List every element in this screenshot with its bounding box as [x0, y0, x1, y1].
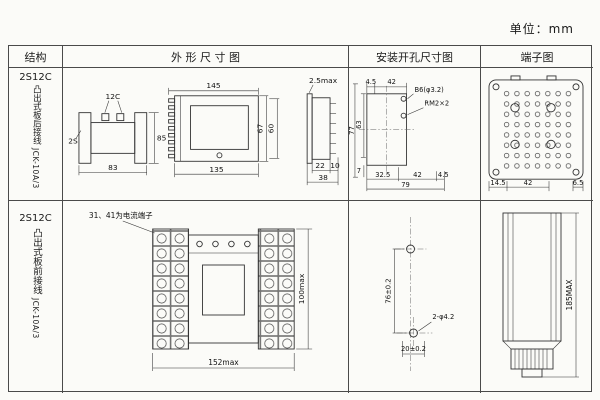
terminal-plate-drawing: 14.5 42 6.5 [488, 75, 584, 192]
header-install-label: 安装开孔尺寸图 [376, 50, 453, 64]
dim-22: 22 [315, 161, 324, 170]
relay-code-label: JCK-10A/3 [31, 297, 40, 339]
plug-foot [521, 368, 543, 378]
header-terminal: 端子图 [481, 46, 593, 68]
header-terminal-label: 端子图 [520, 50, 554, 64]
panel-cutout-drawing: 4.5 42 B6(φ3.2) RM2×2 77 63 [349, 78, 449, 192]
terminal-grid [500, 86, 574, 171]
install-cell-rear: 4.5 42 B6(φ3.2) RM2×2 77 63 [349, 68, 481, 201]
relay-depth-body [311, 97, 331, 160]
header-structure: 结构 [9, 46, 63, 68]
dim-10: 10 [330, 161, 340, 170]
install-drawing-front: 76±0.2 2-φ4.2 20±0.2 [385, 217, 454, 371]
dim-42: 42 [524, 179, 533, 187]
outline-cell-front: 31、41为电流端子 152max [63, 201, 349, 393]
dim-67: 67 [255, 124, 264, 134]
current-terminal-note: 31、41为电流端子 [89, 210, 153, 220]
dimension-table: 结构 外 形 尺 寸 图 安装开孔尺寸图 端子图 2S12C 凸出式板后接线 J… [8, 45, 593, 393]
dim-76: 76±0.2 [385, 278, 393, 303]
right-terminal-block [258, 229, 295, 349]
dim-14-5: 14.5 [490, 179, 505, 187]
label-2s: 2S [68, 136, 78, 145]
dim-42-top: 42 [387, 78, 396, 86]
left-flange [78, 112, 92, 164]
terminal-comb [510, 348, 554, 370]
dim-45-top: 4.5 [365, 78, 376, 86]
terminal-plate [488, 79, 584, 180]
outline-drawing-rear: 12C 2S 83 85 [68, 76, 340, 186]
dim-25max: 2.5max [309, 76, 338, 85]
terminal-cell-rear: 14.5 42 6.5 [481, 68, 593, 201]
top-mounting-hole [406, 244, 415, 254]
mounting-hole [400, 95, 407, 102]
outline-cell-rear: 12C 2S 83 85 [63, 68, 349, 201]
mount-type-label: 凸出式板前接线 [30, 228, 42, 295]
relay-code-label: JCK-10A/3 [31, 147, 40, 189]
dim-152max: 152max [208, 358, 239, 367]
header-outline: 外 形 尺 寸 图 [63, 46, 349, 68]
terminal-drawing-front: 185MAX [502, 212, 579, 378]
front-panel-drawing: 31、41为电流端子 152max [89, 210, 313, 371]
dim-38: 38 [318, 173, 328, 182]
dim-185max: 185MAX [565, 279, 574, 310]
dim-145: 145 [206, 81, 220, 90]
dim-45-bottom: 4.5 [438, 171, 449, 179]
right-flange [134, 112, 148, 164]
front-view-drawing: 145 135 67 [168, 81, 280, 178]
dim-135: 135 [209, 165, 223, 174]
install-drawing-rear: 4.5 42 B6(φ3.2) RM2×2 77 63 [349, 78, 449, 192]
label-12c: 12C [105, 92, 120, 101]
dim-77: 77 [349, 126, 356, 135]
install-cell-front: 76±0.2 2-φ4.2 20±0.2 [349, 201, 481, 393]
terminal-cell-front: 185MAX [481, 201, 593, 393]
relay-case-front [188, 234, 259, 344]
model-label: 2S12C [19, 72, 52, 83]
model-label: 2S12C [19, 213, 52, 224]
dim-79: 79 [401, 181, 410, 189]
label-hole-spec: B6(φ3.2) [415, 86, 445, 94]
header-structure-label: 结构 [24, 50, 47, 64]
dim-63: 63 [355, 120, 363, 129]
structure-cell-rear: 2S12C 凸出式板后接线 JCK-10A/3 [9, 68, 63, 201]
outline-drawing-front: 31、41为电流端子 152max [89, 210, 313, 371]
mount-type-label: 凸出式板后接线 [31, 85, 42, 145]
dim-83: 83 [108, 163, 118, 172]
label-2-phi42: 2-φ4.2 [432, 313, 454, 321]
header-outline-label: 外 形 尺 寸 图 [171, 50, 240, 64]
top-view-drawing: 12C 2S 83 85 [68, 92, 167, 176]
bottom-mounting-hole [409, 328, 418, 338]
unit-label: 单位：mm [509, 22, 574, 36]
drill-hole-drawing: 76±0.2 2-φ4.2 20±0.2 [385, 217, 454, 371]
header-install: 安装开孔尺寸图 [349, 46, 481, 68]
relay-side-profile: 185MAX [502, 212, 579, 378]
relay-case-side [174, 95, 259, 162]
dim-325: 32.5 [375, 171, 390, 179]
mounting-hole [400, 112, 407, 119]
structure-cell-front: 2S12C 凸出式板前接线 JCK-10A/3 [9, 201, 63, 393]
left-terminal-block [152, 229, 189, 349]
relay-body-top [90, 122, 136, 154]
dim-42-bottom: 42 [413, 171, 422, 179]
dim-60: 60 [266, 124, 275, 134]
relay-body-profile [502, 212, 562, 342]
terminal-drawing-rear: 14.5 42 6.5 [488, 75, 584, 192]
dim-100max: 100max [297, 273, 306, 304]
mounting-flange [306, 93, 313, 164]
dim-20: 20±0.2 [401, 345, 426, 353]
side-view-drawing: 2.5max 22 10 38 [306, 76, 340, 186]
label-thread-spec: RM2×2 [424, 100, 449, 108]
dim-6-5: 6.5 [573, 179, 584, 187]
dim-85: 85 [157, 133, 167, 142]
dim-7: 7 [357, 167, 361, 175]
